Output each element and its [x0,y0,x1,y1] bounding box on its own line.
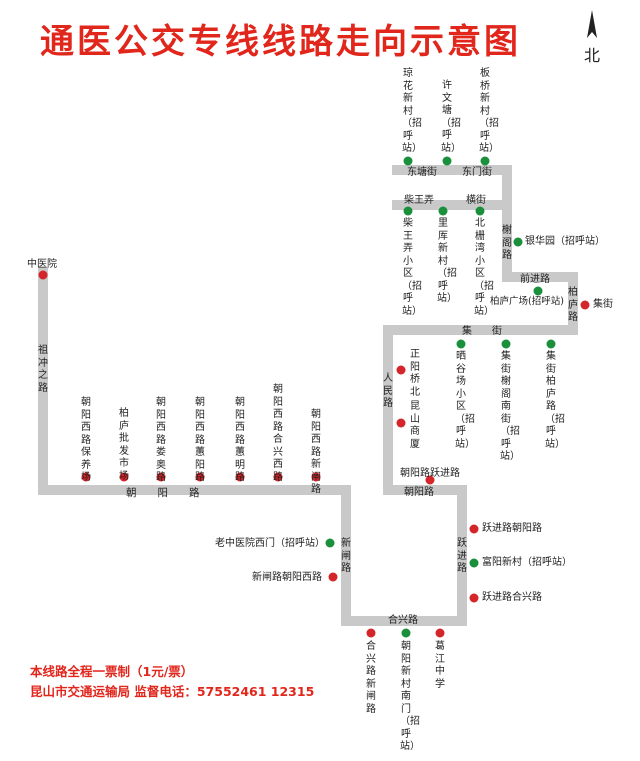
stop-label: 集街榭阁南街（招呼站） [500,351,520,462]
stop-label: 北栅湾小区（招呼站） [474,218,494,317]
stop-label: 板桥新村（招呼站） [479,68,499,154]
stop-marker [425,475,435,485]
stop-label: 晒谷场小区（招呼站） [455,351,475,450]
stop-marker [580,300,590,310]
stop-label: 朝阳西路合兴西路 [273,384,283,483]
stop-label: 昆山商厦 [410,401,420,450]
stop-label: 跃进路朝阳路 [482,523,542,534]
stop-label: 柏庐批发市场 [119,408,129,482]
stop-markers [38,156,590,638]
stop-label: 正阳桥北 [410,349,420,398]
stop-label: 富阳新村（招呼站） [482,557,572,568]
road-label: 祖冲之路 [38,345,48,394]
stop-label: 跃进路合兴路 [482,592,542,603]
stop-marker [403,206,413,216]
stop-marker [119,472,129,482]
stop-marker [475,206,485,216]
road-label: 跃进路 [457,538,467,574]
stop-marker [469,593,479,603]
stop-label: 柏庐广场(招呼站) [490,296,564,307]
stop-marker [546,339,556,349]
road-label: 人民路 [383,373,393,409]
stop-label: 琼花新村（招呼站） [402,68,422,154]
road-label: 柏庐路 [568,287,578,323]
north-label: 北 [583,46,600,65]
stop-marker [396,365,406,375]
road-label: 东门街 [462,167,492,178]
stop-marker [273,472,283,482]
stop-label: 朝阳西路蕙阳路 [195,397,205,483]
stop-label: 合兴路新闸路 [366,641,376,715]
road-label: 朝 阳 路 [126,487,200,499]
stop-marker [501,339,511,349]
stop-marker [403,156,413,166]
stop-label: 中医院 [27,259,57,270]
road-label: 集 街 [462,326,502,337]
stop-marker [401,628,411,638]
stop-marker [325,538,335,548]
route-line [38,165,578,626]
stop-label: 老中医院西门（招呼站） [215,538,325,549]
stop-label: 集街柏庐路（招呼站） [545,351,565,450]
page-title: 通医公交专线线路走向示意图 [40,22,521,62]
road-label: 合兴路 [388,615,418,626]
stop-marker [366,628,376,638]
road-label: 横街 [466,195,486,206]
stop-marker [81,472,91,482]
road-label: 榭阁路 [502,225,512,261]
stop-marker [38,270,48,280]
north-arrow-icon [578,8,606,46]
road-label: 朝阳路 [404,487,434,498]
stop-label: 集街 [593,299,613,310]
stop-marker [435,628,445,638]
stop-marker [396,418,406,428]
stop-label: 朝阳西路蕙明路 [235,397,245,483]
road-label: 新闸路 [341,538,351,574]
stop-label: 朝阳新村南门（招呼站） [400,641,420,752]
stop-label: 朝阳西路新闸路 [311,409,321,495]
stop-label: 柴王弄小区（招呼站） [402,218,422,317]
road-label: 柴王弄 [404,195,434,206]
stop-label: 朝阳西路保养场 [81,397,91,483]
stop-marker [195,472,205,482]
stop-marker [235,472,245,482]
stop-marker [442,156,452,166]
stop-marker [456,339,466,349]
supervision-phone: 昆山市交通运输局 监督电话：57552461 12315 [30,684,315,699]
fare-note: 本线路全程一票制（1元/票） [30,664,194,679]
stop-marker [480,156,490,166]
stop-label: 朝阳路跃进路 [400,468,460,479]
stop-marker [469,558,479,568]
stop-label: 朝阳西路娄奥路 [156,397,166,483]
stop-label: 里厍新村（招呼站） [437,218,457,304]
stop-marker [328,572,338,582]
stop-label: 葛江中学 [435,641,445,690]
stop-marker [311,472,321,482]
stop-marker [533,286,543,296]
stop-marker [513,237,523,247]
stop-marker [438,206,448,216]
road-label: 前进路 [520,274,550,285]
stop-label: 新闸路朝阳西路 [252,572,322,583]
stop-label: 许文塘（招呼站） [441,80,461,154]
stop-marker [156,472,166,482]
road-label: 东塘街 [407,167,437,178]
stop-marker [469,524,479,534]
stop-label: 银华园（招呼站） [525,236,605,247]
